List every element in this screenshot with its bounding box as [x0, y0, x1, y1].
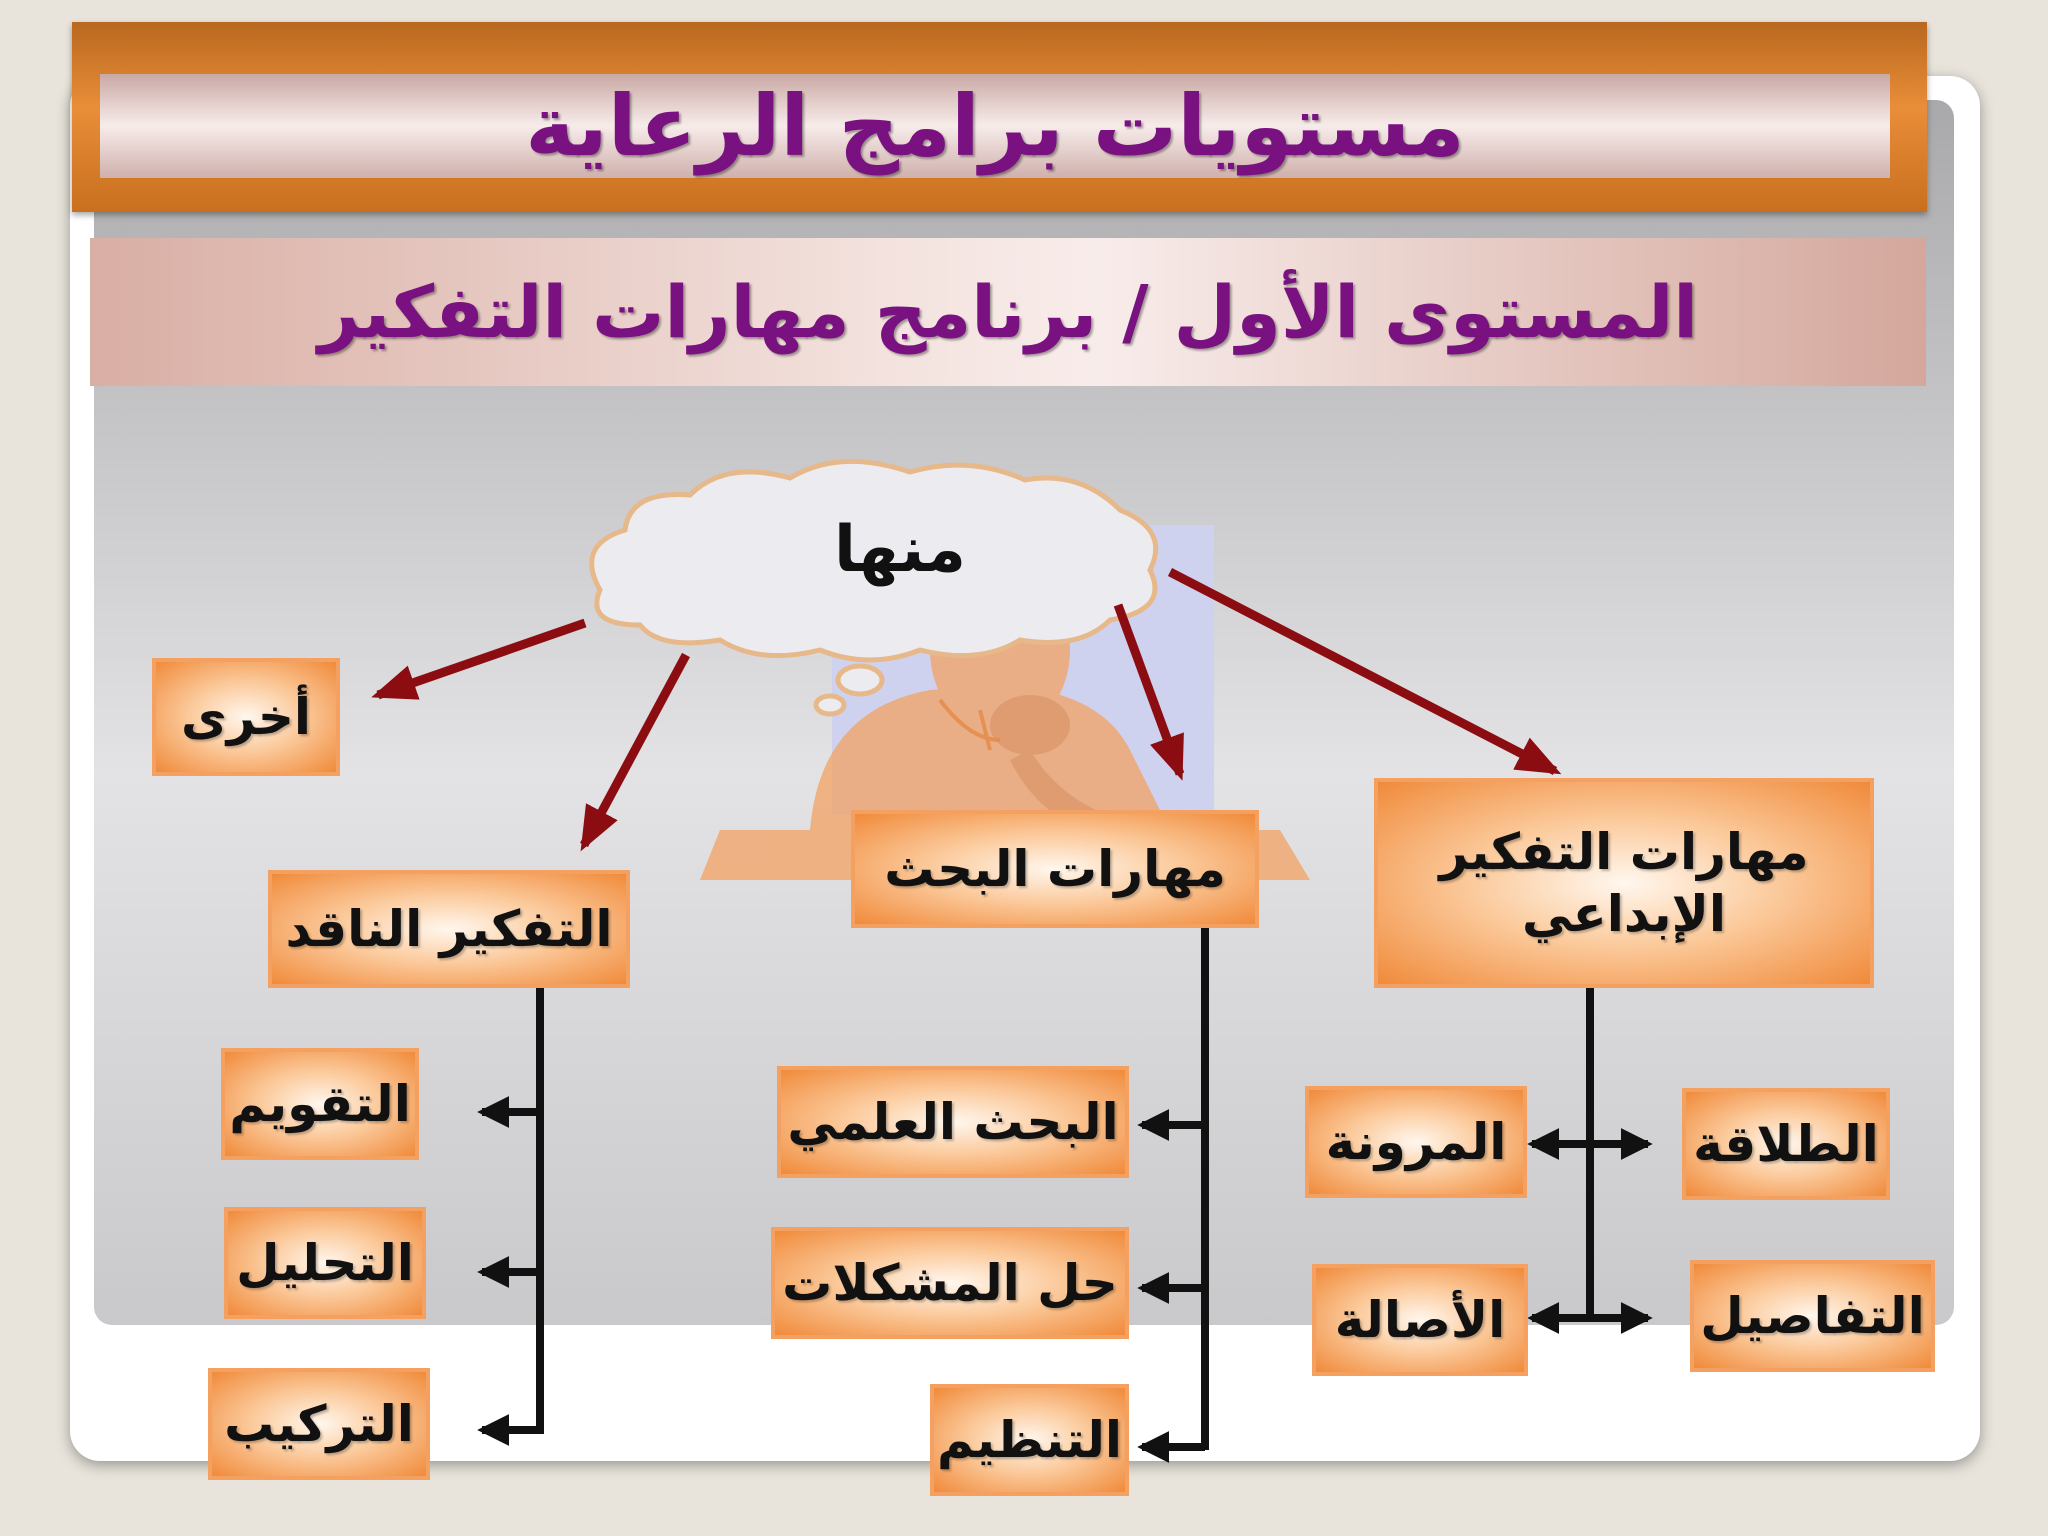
- item-evaluation: التقويم: [221, 1048, 419, 1160]
- item-flexibility: المرونة: [1305, 1086, 1527, 1198]
- category-creative-thinking: مهارات التفكير الإبداعي: [1374, 778, 1874, 988]
- item-fluency: الطلاقة: [1682, 1088, 1890, 1200]
- thought-cloud-icon: [589, 458, 1159, 717]
- title-inner: [100, 74, 1890, 178]
- item-analysis: التحليل: [224, 1207, 426, 1319]
- category-research-skills: مهارات البحث: [851, 810, 1259, 928]
- category-critical-thinking: التفكير الناقد: [268, 870, 630, 988]
- arrow-to-critical: [580, 652, 690, 852]
- arrow-to-other: [371, 618, 587, 700]
- item-scientific-research: البحث العلمي: [777, 1066, 1129, 1178]
- item-organization: التنظيم: [930, 1384, 1129, 1496]
- arrow-to-creative: [1167, 568, 1562, 775]
- slide-subtitle: المستوى الأول / برنامج مهارات التفكير: [90, 238, 1926, 386]
- category-other: أخرى: [152, 658, 340, 776]
- item-synthesis: التركيب: [208, 1368, 430, 1480]
- cloud-label: منها: [833, 513, 967, 587]
- item-originality: الأصالة: [1312, 1264, 1528, 1376]
- arrow-to-research: [1113, 603, 1185, 781]
- slide-title: مستويات برامج الرعاية: [525, 77, 1465, 175]
- item-elaboration: التفاصيل: [1690, 1260, 1935, 1372]
- item-problem-solving: حل المشكلات: [771, 1227, 1129, 1339]
